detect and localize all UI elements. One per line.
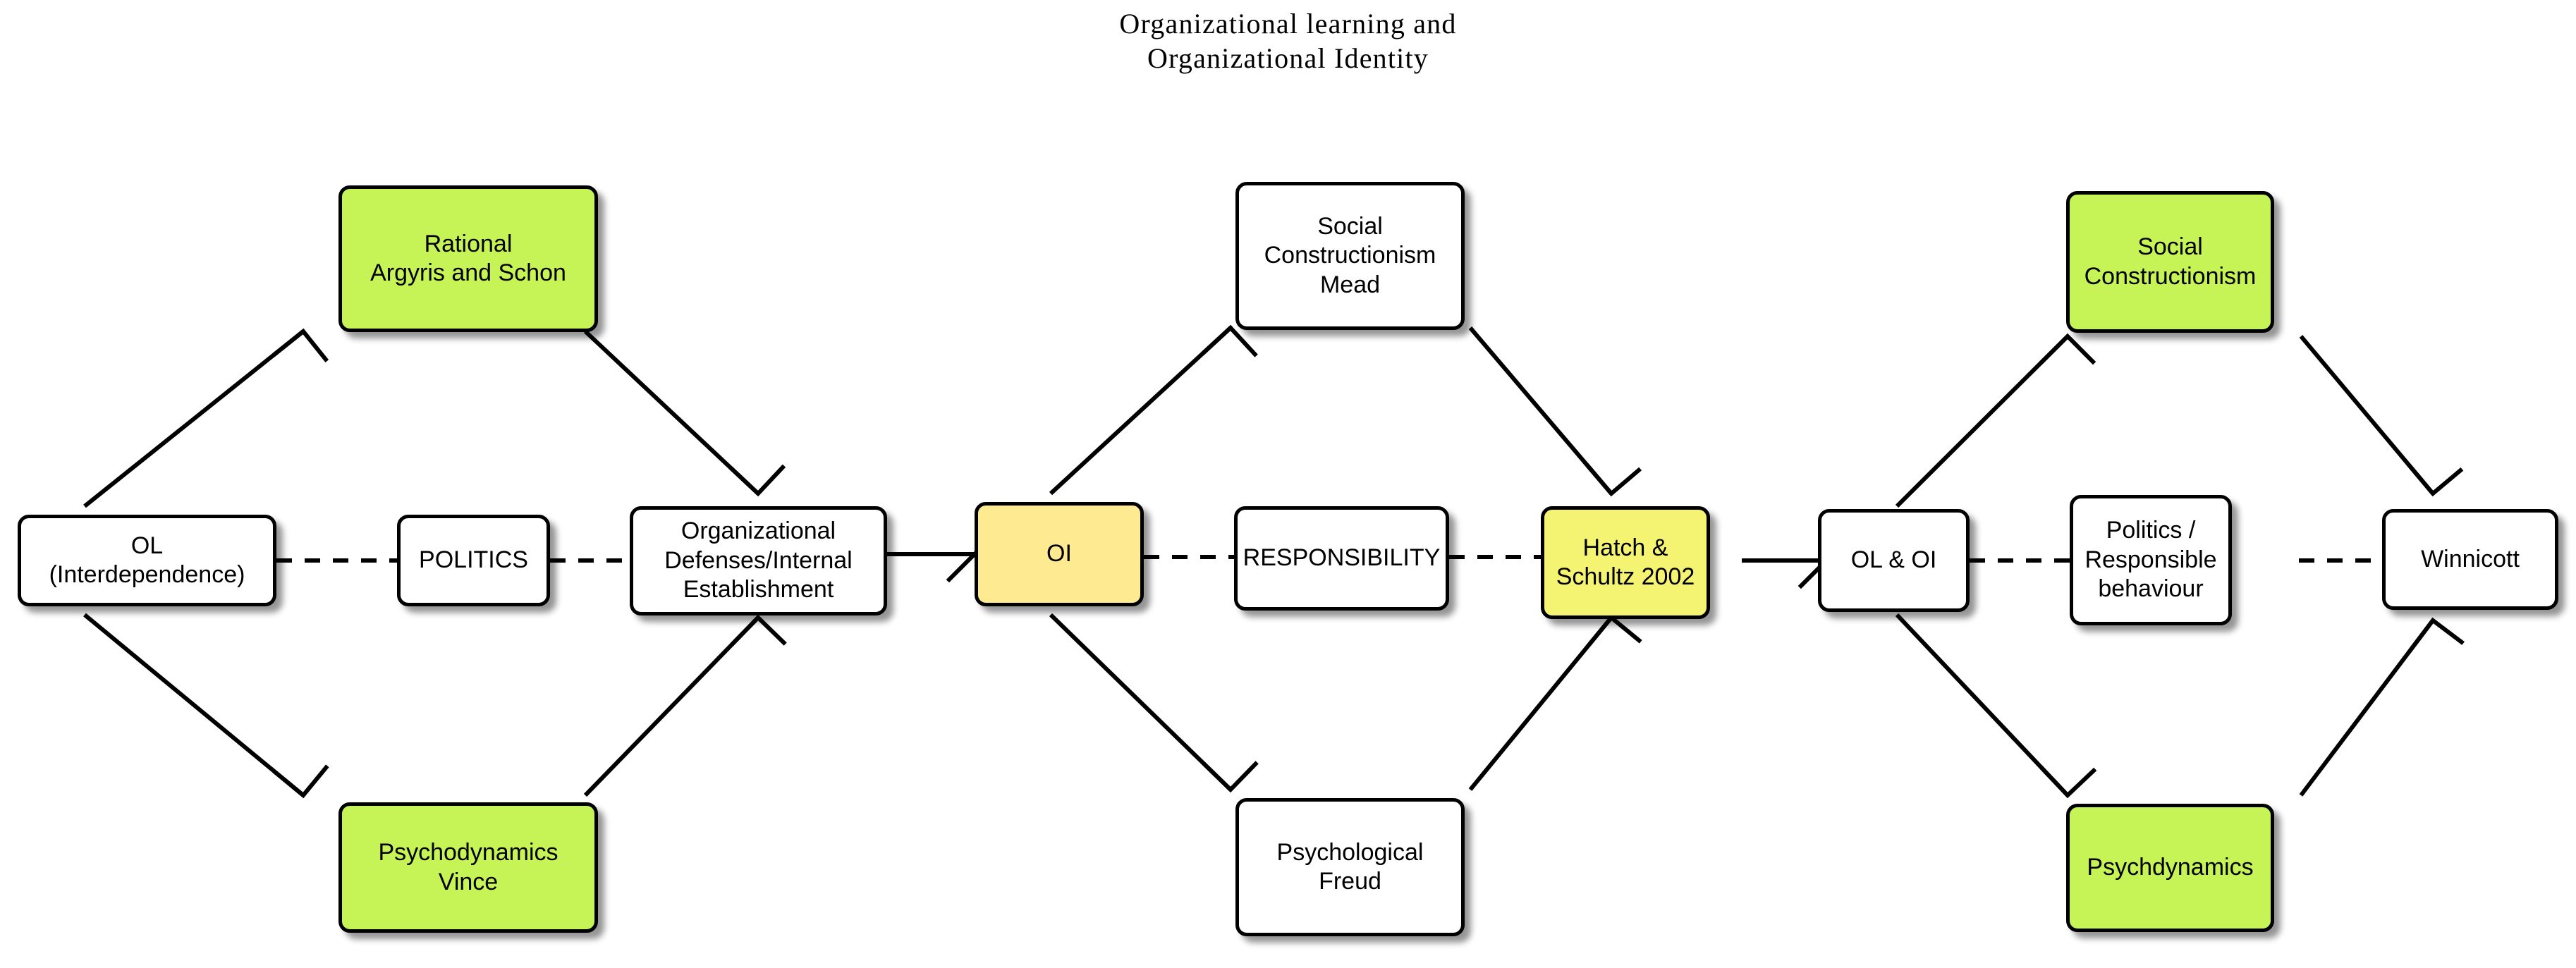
solid-directed-arrow bbox=[1895, 613, 2070, 797]
solid-directed-arrow bbox=[1049, 613, 1233, 792]
arrowhead-icon bbox=[730, 614, 787, 647]
arrowhead-icon bbox=[2039, 333, 2096, 365]
node-psychdynamics[interactable]: Psychdynamics bbox=[2066, 804, 2274, 932]
node-winnicott[interactable]: Winnicott bbox=[2382, 509, 2558, 610]
arrowhead-icon bbox=[271, 328, 329, 363]
node-organizational-defenses[interactable]: Organizational Defenses/Internal Establi… bbox=[630, 506, 887, 615]
node-rational-argyris-schon[interactable]: Rational Argyris and Schon bbox=[338, 185, 598, 332]
solid-directed-arrow bbox=[583, 329, 760, 496]
node-politics[interactable]: POLITICS bbox=[397, 515, 550, 606]
arrowhead-icon bbox=[728, 464, 786, 497]
node-ol-and-oi[interactable]: OL & OI bbox=[1818, 509, 1970, 612]
arrowhead-icon bbox=[1585, 462, 1642, 497]
arrowhead-icon bbox=[2406, 462, 2464, 497]
solid-directed-arrow bbox=[1468, 616, 1613, 791]
solid-directed-arrow bbox=[83, 329, 305, 508]
title-line-2: Organizational Identity bbox=[1147, 42, 1429, 74]
node-oi[interactable]: OI bbox=[975, 502, 1144, 606]
solid-directed-arrow bbox=[2299, 335, 2435, 495]
arrowhead-icon bbox=[2039, 766, 2097, 799]
node-politics-responsible-behaviour[interactable]: Politics / Responsible behaviour bbox=[2070, 495, 2232, 625]
node-responsibility[interactable]: RESPONSIBILITY bbox=[1234, 506, 1449, 611]
arrowhead-icon bbox=[272, 764, 329, 799]
arrowhead-icon bbox=[2408, 617, 2465, 652]
solid-directed-arrow bbox=[2299, 619, 2435, 797]
node-social-constructionism-mead[interactable]: Social Constructionism Mead bbox=[1235, 182, 1465, 330]
arrowhead-icon bbox=[1202, 761, 1259, 793]
node-social-constructionism[interactable]: Social Constructionism bbox=[2066, 191, 2274, 333]
node-hatch-schultz-2002[interactable]: Hatch & Schultz 2002 bbox=[1541, 506, 1710, 619]
arrowhead-icon bbox=[1201, 324, 1258, 357]
arrowhead-icon bbox=[1585, 614, 1642, 649]
diagram-title: Organizational learning and Organization… bbox=[0, 0, 2576, 76]
solid-directed-arrow bbox=[83, 613, 305, 797]
solid-directed-arrow bbox=[1468, 326, 1613, 495]
node-psychological-freud[interactable]: Psychological Freud bbox=[1235, 798, 1465, 936]
solid-directed-arrow bbox=[1895, 334, 2070, 508]
node-ol-interdependence[interactable]: OL (Interdependence) bbox=[18, 515, 276, 606]
title-line-1: Organizational learning and bbox=[1119, 8, 1457, 39]
node-psychodynamics-vince[interactable]: Psychodynamics Vince bbox=[338, 802, 598, 933]
solid-directed-arrow bbox=[1049, 326, 1233, 496]
solid-directed-arrow bbox=[583, 615, 760, 797]
